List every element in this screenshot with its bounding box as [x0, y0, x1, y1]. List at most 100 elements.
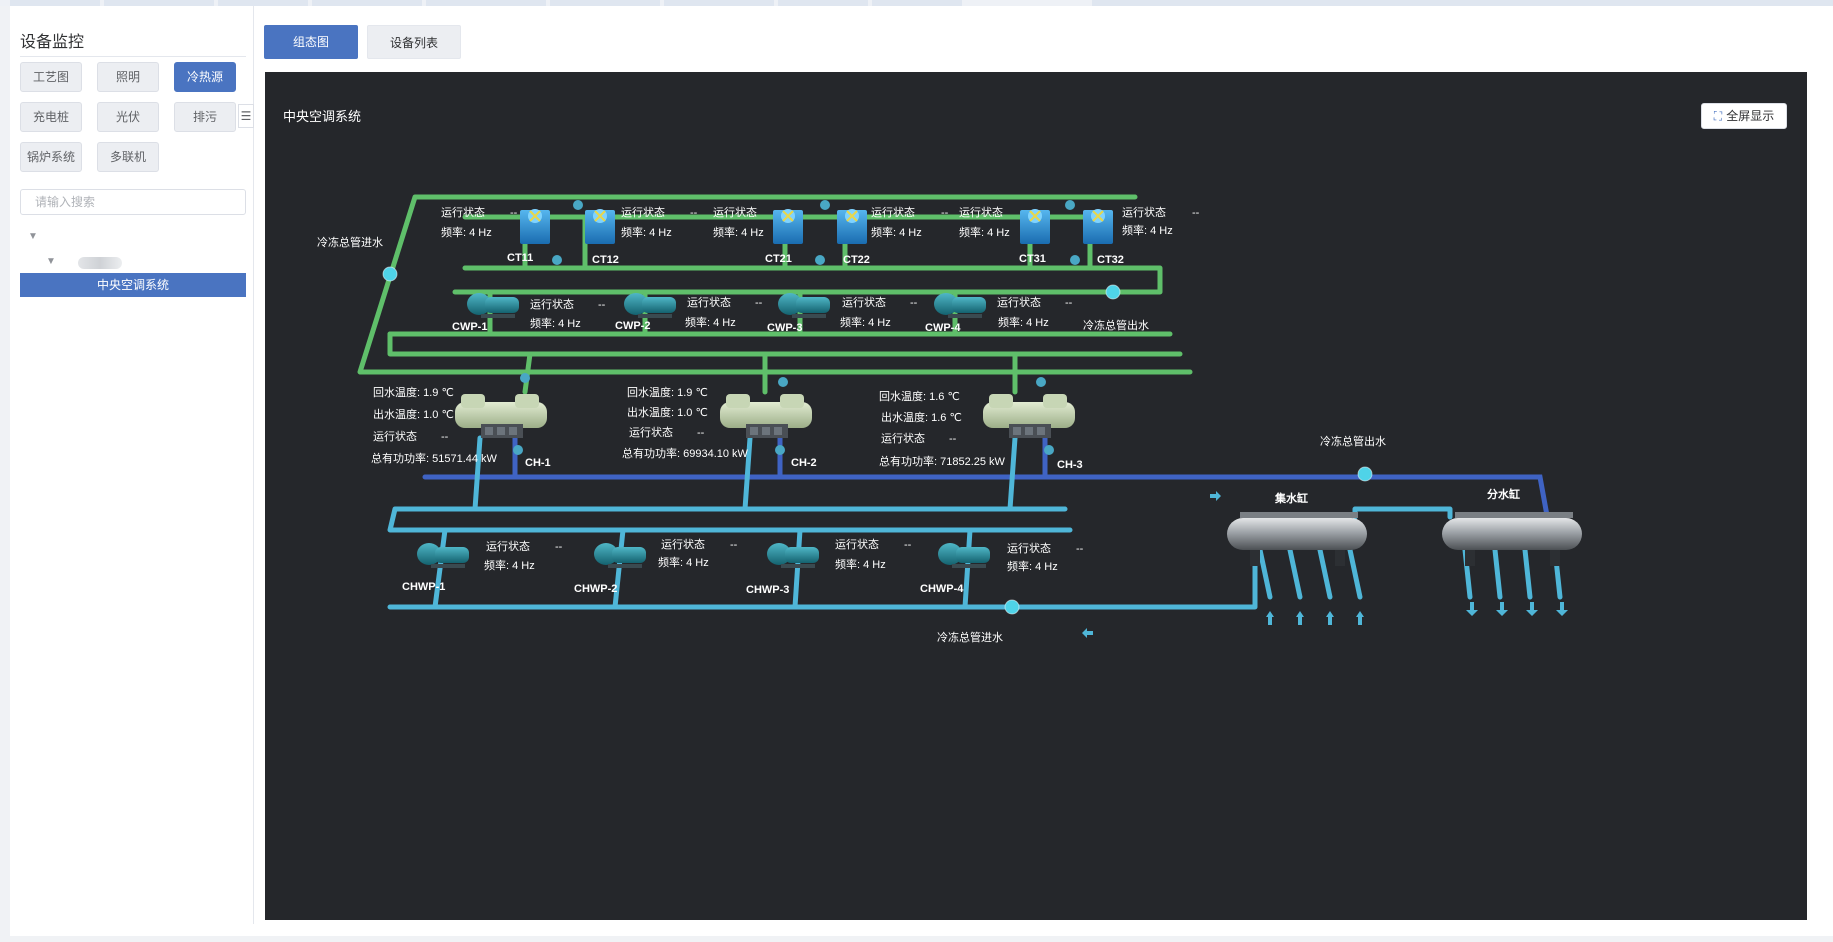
ct-status-label: 运行状态 [959, 205, 1003, 219]
chw-inlet-label: 冷冻总管进水 [937, 630, 1003, 644]
fullscreen-button[interactable]: ⛶全屏显示 [1701, 103, 1787, 129]
ct-name: CT32 [1097, 254, 1124, 266]
top-tab[interactable] [10, 0, 100, 6]
cooling-tower-icon [1020, 209, 1050, 244]
chwp-name: CHWP-3 [746, 584, 789, 596]
cooling-towers [520, 209, 1113, 244]
chwp-freq-label: 频率: 4 Hz [658, 555, 709, 569]
ct-name: CT21 [765, 253, 792, 265]
cwp-status-label: 运行状态 [530, 297, 574, 311]
chiller-name: CH-1 [525, 457, 551, 469]
chiller-status-value: -- [949, 433, 957, 445]
cwp-status-value: -- [1065, 297, 1073, 309]
top-tab[interactable] [1092, 0, 1833, 6]
ct-status-value: -- [690, 207, 698, 219]
cooling-tower-icon [837, 209, 867, 244]
valve-icon [1070, 255, 1080, 265]
pump-icon [767, 543, 819, 568]
cwp-name: CWP-2 [615, 320, 650, 332]
valve-icon [552, 255, 562, 265]
valve-icon [1044, 445, 1054, 455]
sensor-icon [1004, 599, 1020, 615]
search-input[interactable] [20, 189, 246, 215]
chwp-status-label: 运行状态 [486, 539, 530, 553]
cwp-status-value: -- [910, 297, 918, 309]
cwp-name: CWP-1 [452, 321, 487, 333]
top-tab[interactable] [664, 0, 774, 6]
valve-icon [820, 200, 830, 210]
top-tab[interactable] [872, 0, 962, 6]
tree-expand-icon[interactable]: ▼ [28, 231, 38, 242]
ct-freq-label: 频率: 4 Hz [959, 225, 1010, 239]
tree-node-label[interactable] [78, 257, 122, 269]
top-tab[interactable] [312, 0, 422, 6]
cooling-tower-icon [585, 209, 615, 244]
valve-icon [1065, 200, 1075, 210]
category-button-lighting[interactable]: 照明 [97, 62, 159, 92]
chwp-status-label: 运行状态 [835, 537, 879, 551]
ct-status-label: 运行状态 [1122, 205, 1166, 219]
cwp-freq-label: 频率: 4 Hz [530, 316, 581, 330]
pump-icon [467, 293, 519, 318]
category-button-vrf[interactable]: 多联机 [97, 142, 159, 172]
sensor-icon [1105, 284, 1121, 300]
chwp-status-value: -- [904, 539, 912, 551]
cwp-status-label: 运行状态 [997, 295, 1041, 309]
ct-freq-label: 频率: 4 Hz [621, 225, 672, 239]
top-tab[interactable] [218, 0, 308, 6]
pump-icon [778, 293, 830, 318]
chwp-status-label: 运行状态 [1007, 541, 1051, 555]
chw-pumps [417, 543, 990, 568]
top-tab[interactable] [426, 0, 546, 6]
category-button-process[interactable]: 工艺图 [20, 62, 82, 92]
chwp-freq-label: 频率: 4 Hz [835, 557, 886, 571]
ct-freq-label: 频率: 4 Hz [713, 225, 764, 239]
chw-outlet-label: 冷冻总管出水 [1083, 318, 1149, 332]
sidebar-title: 设备监控 [20, 34, 85, 51]
chwp-name: CHWP-2 [574, 583, 617, 595]
sensor-icon [382, 266, 398, 282]
sensor-icon [1357, 466, 1373, 482]
pump-icon [934, 293, 986, 318]
tree-expand-icon[interactable]: ▼ [46, 256, 56, 267]
chiller-return-temp: 回水温度: 1.6 ℃ [879, 389, 960, 403]
chiller-icon [983, 394, 1075, 438]
ct-name: CT31 [1019, 253, 1046, 265]
chilled-return-pipes [422, 435, 1553, 535]
chiller-power: 总有功功率: 51571.44 kW [371, 451, 498, 465]
valve-icon [778, 377, 788, 387]
distributor-tank [1442, 512, 1582, 566]
ct-name: CT11 [507, 252, 533, 264]
chwp-status-value: -- [555, 541, 563, 553]
category-button-hvac-source[interactable]: 冷热源 [174, 62, 236, 92]
chwp-name: CHWP-4 [920, 583, 964, 595]
valve-icon [520, 373, 530, 383]
top-tab[interactable] [550, 0, 660, 6]
valve-icon [815, 255, 825, 265]
cwp-status-value: -- [755, 297, 763, 309]
tab-diagram[interactable]: 组态图 [264, 25, 358, 59]
collector-label: 集水缸 [1274, 491, 1308, 505]
pump-icon [417, 543, 469, 568]
chiller-status-value: -- [697, 427, 705, 439]
chiller-power: 总有功功率: 71852.25 kW [879, 454, 1006, 468]
category-button-charging[interactable]: 充电桩 [20, 102, 82, 132]
category-button-solar[interactable]: 光伏 [97, 102, 159, 132]
chiller-status-label: 运行状态 [629, 425, 673, 439]
chiller-name: CH-2 [791, 457, 817, 469]
chiller-power: 总有功功率: 69934.10 kW [622, 446, 749, 460]
top-tab[interactable] [778, 0, 868, 6]
tab-device-list[interactable]: 设备列表 [367, 25, 461, 59]
category-button-boiler[interactable]: 锅炉系统 [20, 142, 82, 172]
top-tab[interactable] [104, 0, 214, 6]
cwp-status-value: -- [598, 299, 606, 311]
ct-status-label: 运行状态 [441, 205, 485, 219]
sensor-icons [382, 266, 1373, 615]
cwp-status-label: 运行状态 [842, 295, 886, 309]
tree-node-selected[interactable]: 中央空调系统 [20, 273, 246, 297]
chwp-status-value: -- [730, 539, 738, 551]
category-button-sewage[interactable]: 排污 [174, 102, 236, 132]
chwp-freq-label: 频率: 4 Hz [484, 558, 535, 572]
list-collapse-icon[interactable]: ☰ [238, 104, 254, 128]
flow-arrows [1082, 491, 1568, 638]
